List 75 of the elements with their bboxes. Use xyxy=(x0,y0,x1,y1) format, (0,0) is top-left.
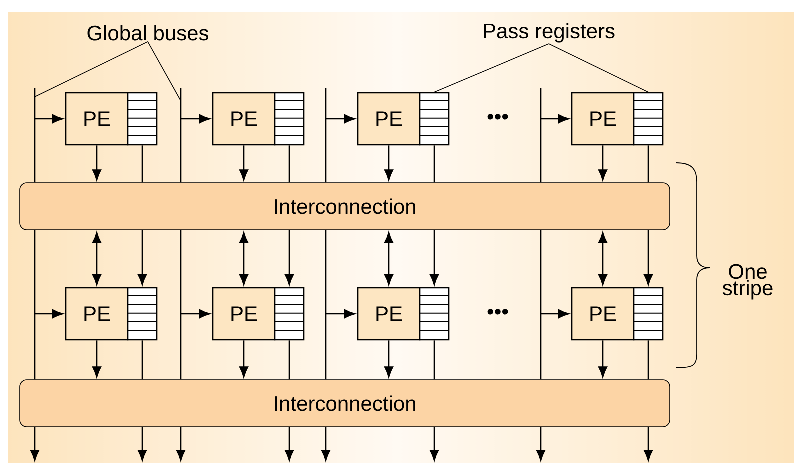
arrow xyxy=(176,427,186,462)
processing-element-box: PE xyxy=(212,92,276,146)
ellipsis-dots: ••• xyxy=(488,309,508,315)
processing-element-box: PE xyxy=(571,92,635,146)
arrow xyxy=(92,146,102,181)
leader-line xyxy=(548,44,649,93)
register-stack xyxy=(274,287,305,341)
arrow xyxy=(598,232,608,286)
bus-line xyxy=(648,340,650,380)
arrow xyxy=(541,114,570,124)
bus-line xyxy=(288,146,290,183)
register-stack xyxy=(274,92,305,146)
leader-line xyxy=(434,44,550,93)
arrow xyxy=(285,427,294,462)
register-stack xyxy=(418,92,450,146)
ellipsis-dots: ••• xyxy=(488,114,508,120)
bus-line xyxy=(180,230,182,380)
arrow xyxy=(138,427,147,462)
register-stack xyxy=(126,92,158,146)
arrow xyxy=(181,114,210,124)
bus-line xyxy=(288,340,290,380)
arrow xyxy=(92,232,102,286)
arrow xyxy=(322,427,330,462)
arrow xyxy=(644,230,654,286)
callout-label: Pass registers xyxy=(484,23,615,43)
arrow xyxy=(430,230,439,286)
arrow xyxy=(536,427,546,462)
arrow xyxy=(384,232,394,286)
processing-element-box: PE xyxy=(212,287,276,341)
arrow xyxy=(35,114,64,124)
arrow xyxy=(598,146,608,181)
arrow xyxy=(598,340,608,378)
bus-line xyxy=(34,88,36,183)
callout-label: Global buses xyxy=(88,25,208,41)
arrow xyxy=(240,146,248,181)
arrow xyxy=(138,230,147,286)
processing-element-box: PE xyxy=(65,92,129,146)
leader-line xyxy=(34,42,148,98)
arrow xyxy=(326,310,356,318)
arrow xyxy=(384,146,394,181)
bus-line xyxy=(434,146,436,183)
processing-element-box: PE xyxy=(357,92,421,146)
bus-line xyxy=(142,146,144,183)
interconnection-bar: Interconnection xyxy=(20,380,670,428)
bus-line xyxy=(142,340,144,380)
bus-line xyxy=(434,340,436,380)
leader-line xyxy=(148,42,182,102)
arrow xyxy=(644,427,654,462)
register-stack xyxy=(418,287,450,341)
bus-line xyxy=(180,88,182,183)
processing-element-box: PE xyxy=(571,287,635,341)
bus-line xyxy=(648,146,650,183)
interconnection-bar: Interconnection xyxy=(20,182,670,230)
arrow xyxy=(240,340,248,378)
arrow xyxy=(181,310,210,318)
processing-element-box: PE xyxy=(65,287,129,341)
bus-line xyxy=(34,230,36,380)
bus-line xyxy=(325,88,327,183)
arrow xyxy=(326,114,356,124)
arrow xyxy=(285,230,294,286)
brace-label: One stripe xyxy=(722,264,773,300)
bus-line xyxy=(540,230,542,380)
arrow xyxy=(430,427,439,462)
arrow xyxy=(240,232,248,286)
arrow xyxy=(541,310,570,318)
register-stack xyxy=(632,287,664,341)
bus-line xyxy=(325,230,327,380)
arrow xyxy=(92,340,102,378)
processing-element-box: PE xyxy=(357,287,421,341)
bus-line xyxy=(540,88,542,183)
arrow xyxy=(30,427,40,462)
register-stack xyxy=(126,287,158,341)
arrow xyxy=(35,310,64,318)
register-stack xyxy=(632,92,664,146)
arrow xyxy=(384,340,394,378)
